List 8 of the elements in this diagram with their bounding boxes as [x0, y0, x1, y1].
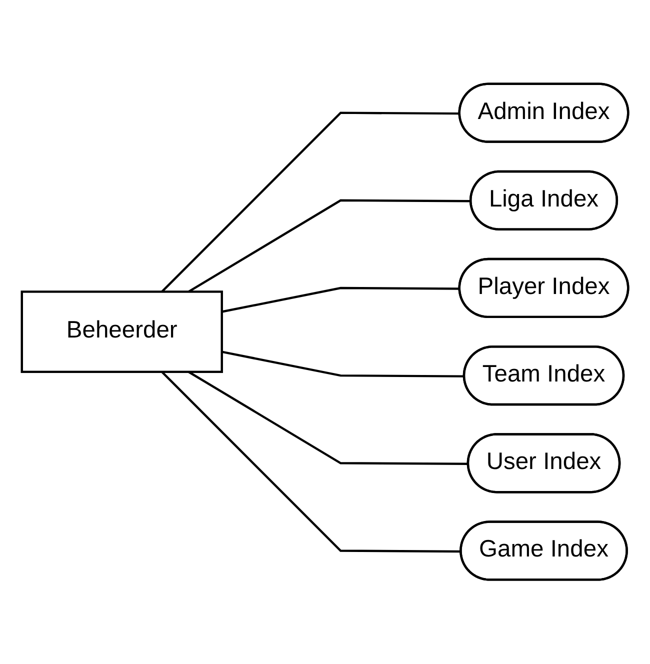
connector [188, 200, 472, 293]
connector [161, 371, 462, 553]
connector [222, 350, 465, 378]
connector [188, 371, 469, 466]
use-case-diagram: Beheerder Admin Index Liga Index Player Index Team Index User Index Game Index [10, 72, 640, 592]
node-box [20, 290, 223, 374]
connector [161, 112, 460, 293]
connector [222, 287, 460, 314]
